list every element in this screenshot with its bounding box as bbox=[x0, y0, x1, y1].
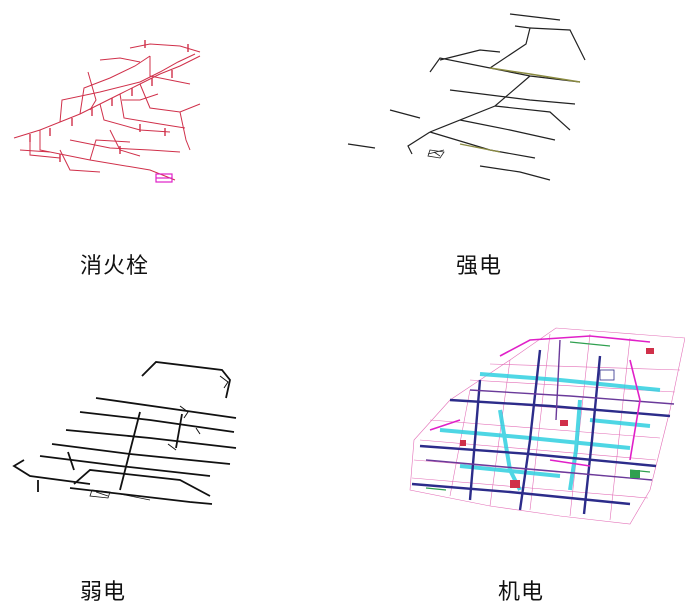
strong-electric-room-symbol bbox=[427, 149, 445, 159]
hydrant-pump-symbol bbox=[155, 173, 173, 183]
mep-label: 机电 bbox=[498, 580, 545, 605]
mep-drawing bbox=[409, 327, 685, 525]
strong-electric-panel: 强电 bbox=[330, 0, 685, 280]
weak-electric-room-symbol bbox=[89, 489, 151, 501]
mep-equipment-symbols bbox=[460, 348, 654, 488]
weak-electric-drawing bbox=[12, 361, 237, 505]
fire-hydrant-drawing bbox=[13, 40, 201, 183]
strong-electric-drawing bbox=[347, 13, 586, 181]
weak-electric-panel: 弱电 bbox=[0, 320, 320, 605]
fire-hydrant-label: 消火栓 bbox=[80, 254, 150, 279]
strong-electric-label: 强电 bbox=[456, 254, 503, 279]
mep-panel: 机电 bbox=[330, 320, 685, 605]
fire-hydrant-panel: 消火栓 bbox=[0, 0, 320, 280]
weak-electric-label: 弱电 bbox=[80, 580, 127, 605]
